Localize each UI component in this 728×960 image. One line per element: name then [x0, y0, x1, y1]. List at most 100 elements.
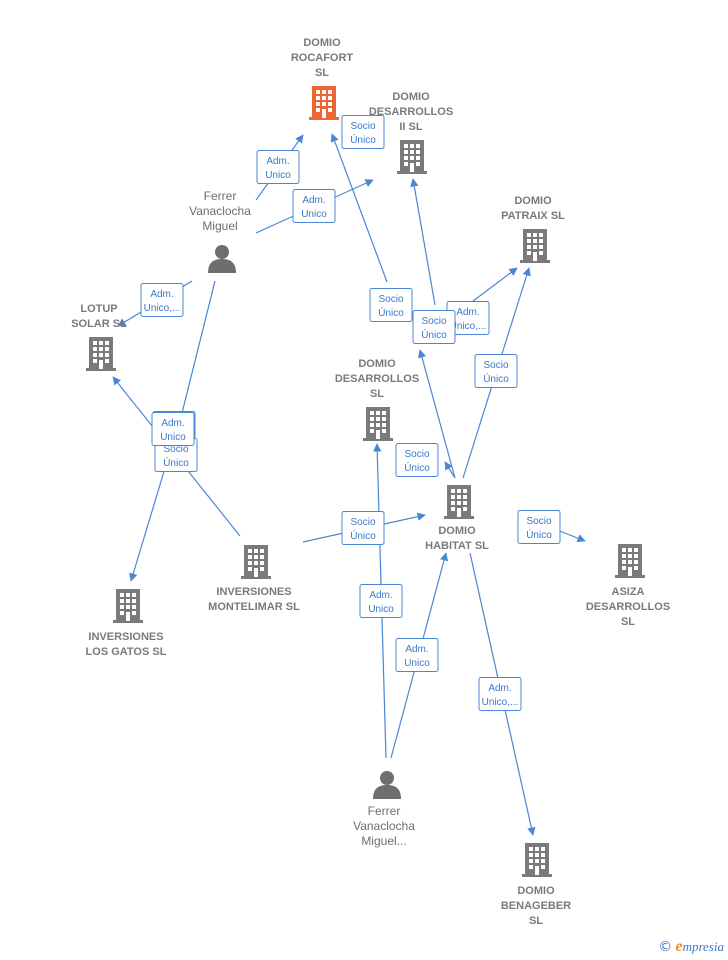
node-label: BENAGEBER: [501, 900, 571, 912]
edge-label-text: Unico: [265, 170, 291, 181]
edge-label-e15[interactable]: Adm. Unico: [395, 638, 439, 672]
edge-label-text: Adm.: [369, 590, 392, 601]
edge-label-text: Unico: [301, 209, 327, 220]
edge-label-text: Unico: [368, 604, 394, 615]
node-label: DESARROLLOS: [586, 601, 670, 613]
edge-label-text: Único: [163, 456, 189, 469]
building-icon: [309, 86, 339, 120]
edge-e7: [410, 178, 436, 306]
node-label: DESARROLLOS: [335, 373, 419, 385]
node-lotup-solar[interactable]: LOTUP SOLAR SL: [71, 303, 127, 371]
building-icon: [113, 589, 143, 623]
edge-label-text: Único: [526, 528, 552, 541]
edge-label-text: Adm.: [302, 195, 325, 206]
node-ferrer-vanaclocha-miguel-2[interactable]: FerrerVanaclochaMiguel...: [353, 771, 415, 848]
node-domio-patraix[interactable]: DOMIO PATRAIX SL: [501, 195, 565, 263]
node-label: ASIZA: [612, 586, 645, 598]
node-label: Miguel...: [361, 834, 406, 848]
edge-label-e3[interactable]: Adm. Unico,...: [140, 283, 184, 317]
node-label: SL: [529, 915, 543, 927]
node-label: PATRAIX SL: [501, 210, 565, 222]
node-label: DOMIO: [514, 195, 552, 207]
edge-label-text: Adm.: [266, 156, 289, 167]
brand-name: mpresia: [682, 939, 724, 954]
node-label: INVERSIONES: [88, 631, 163, 643]
edge-label-text: Socio: [526, 516, 551, 527]
edge-label-text: Único: [483, 372, 509, 385]
building-icon: [444, 485, 474, 519]
edges-layer: [112, 133, 586, 836]
edge-e8: [417, 349, 456, 479]
edge-label-text: Único: [421, 328, 447, 341]
node-label: Ferrer: [204, 189, 237, 203]
node-label: MONTELIMAR SL: [208, 601, 300, 613]
node-label: ROCAFORT: [291, 52, 354, 64]
node-inversiones-los-gatos[interactable]: INVERSIONES LOS GATOS SL: [86, 589, 167, 658]
edge-labels-layer: Adm.UnicoAdm.UnicoAdm.Unico,...SocioÚnic…: [140, 115, 561, 711]
person-icon: [208, 245, 236, 273]
edge-label-text: Único: [350, 529, 376, 542]
edge-label-text: Adm.: [405, 644, 428, 655]
node-label: II SL: [399, 121, 423, 133]
node-label: DOMIO: [392, 91, 430, 103]
copyright-icon: ©: [658, 939, 673, 955]
edge-label-e14[interactable]: Adm. Unico: [359, 584, 403, 618]
node-label: DOMIO: [517, 885, 555, 897]
building-icon: [520, 229, 550, 263]
node-label: LOS GATOS SL: [86, 646, 167, 658]
person-icon: [373, 771, 401, 799]
building-icon: [397, 140, 427, 174]
building-icon: [363, 407, 393, 441]
node-label: Miguel: [202, 219, 237, 233]
edge-label-text: Adm.: [150, 289, 173, 300]
node-label: LOTUP: [80, 303, 117, 315]
node-label: Vanaclocha: [353, 819, 415, 833]
edge-label-e2[interactable]: Adm. Unico: [292, 189, 336, 223]
node-label: SL: [370, 388, 384, 400]
building-icon: [522, 843, 552, 877]
edge-label-e16[interactable]: Adm.Unico,...: [478, 677, 522, 711]
edge-label-text: Socio: [421, 316, 446, 327]
edge-label-text: Unico,...: [144, 303, 181, 314]
edge-e12: [444, 461, 456, 479]
edge-label-text: Único: [378, 306, 404, 319]
edge-e5: [176, 280, 216, 426]
edge-e4: [330, 133, 388, 283]
brand-initial: e: [675, 938, 683, 955]
node-label: DOMIO: [358, 358, 396, 370]
node-label: Vanaclocha: [189, 204, 251, 218]
edge-label-text: Socio: [350, 121, 375, 132]
empresia-watermark: © empresia: [658, 938, 724, 956]
edge-label-text: Socio: [404, 449, 429, 460]
edge-label-text: Unico,...: [482, 697, 519, 708]
edge-label-e1[interactable]: Adm. Unico: [256, 150, 300, 184]
edge-label-text: Socio: [163, 444, 188, 455]
edge-label-e11[interactable]: Adm.Unico: [151, 412, 195, 446]
edge-label-text: Socio: [483, 360, 508, 371]
edge-label-text: Unico,...: [450, 321, 487, 332]
node-domio-benageber[interactable]: DOMIO BENAGEBER SL: [501, 843, 571, 927]
node-domio-desarrollos[interactable]: DOMIO DESARROLLOS SL: [335, 358, 419, 441]
edge-label-text: Unico: [404, 658, 430, 669]
edge-label-text: Unico: [160, 432, 186, 443]
node-label: DOMIO: [303, 37, 341, 49]
edge-label-text: Socio: [350, 517, 375, 528]
edge-label-text: Adm.: [456, 307, 479, 318]
node-label: SOLAR SL: [71, 318, 127, 330]
